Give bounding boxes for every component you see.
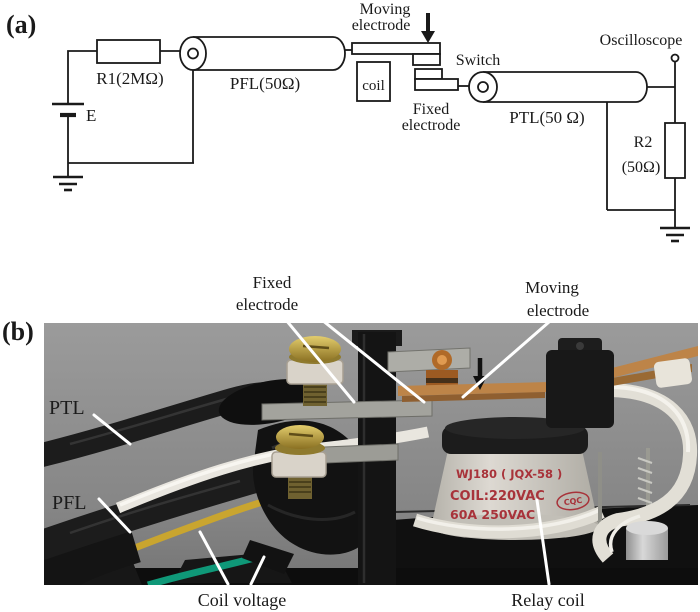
ceramic-piece-right: [654, 358, 692, 388]
callout-coil-voltage-yellow: [198, 530, 230, 585]
fixed-electrode-plate: [261, 399, 433, 421]
oscilloscope-terminal: [670, 53, 680, 63]
battery-symbol: [52, 102, 84, 118]
photo-moving-electrode-label-line1: Moving: [525, 278, 579, 297]
armature-block: [546, 338, 614, 428]
svg-text:CQC: CQC: [563, 496, 583, 508]
fixed-electrode-block: [414, 78, 459, 91]
panel-b-photo-figure: (b) Fixed electrode Moving electrode: [2, 273, 698, 610]
ptl-label: PTL(50 Ω): [509, 108, 584, 127]
terminal-screw-lower: [271, 425, 327, 499]
return-spring: [637, 456, 653, 505]
callout-moving-electrode: [461, 323, 551, 399]
relay-coil-rating-text: COIL:220VAC: [450, 489, 545, 504]
callout-fixed-electrode-1: [286, 323, 356, 404]
relay-photograph: WJ180 ( JQX-58 ) COIL:220VAC 60A 250VAC …: [44, 323, 698, 585]
wire-battery-to-r1: [67, 50, 97, 103]
relay-coil-cylinder: WJ180 ( JQX-58 ) COIL:220VAC 60A 250VAC …: [413, 417, 605, 540]
wire-clamp: [242, 540, 294, 574]
pfl-label: PFL(50Ω): [230, 74, 300, 93]
battery-label: E: [86, 106, 96, 125]
relay-coil-label: Relay coil: [511, 590, 584, 610]
moving-electrode-bar: [351, 42, 441, 55]
relay-contact-rating-text: 60A 250VAC: [450, 507, 535, 522]
coil-label: coil: [362, 78, 385, 94]
down-arrow-icon: [421, 13, 435, 43]
callout-ptl: [92, 413, 132, 446]
r2-label-line1: R2: [634, 134, 653, 151]
fixed-contact-block: [414, 68, 443, 80]
ground-symbol-left: [53, 175, 83, 192]
silver-cylinder: [626, 521, 668, 560]
photo-fixed-electrode-label-line1: Fixed: [253, 273, 292, 292]
pfl-coax: [179, 36, 346, 71]
resistor-r1: [96, 39, 161, 64]
photo-pfl-label: PFL: [52, 492, 86, 514]
white-wire-across-coil: [413, 506, 605, 539]
moving-contact-block: [412, 53, 441, 66]
ceramic-standoff-lower: [271, 451, 327, 478]
white-wires-right: [592, 383, 698, 563]
cqc-logo: CQC: [556, 491, 590, 511]
callout-coil-voltage-green: [249, 555, 266, 585]
photo-moving-electrode-label-line2: electrode: [527, 301, 589, 320]
terminal-screw-upper: [286, 336, 344, 406]
fixed-electrode-label-line1: Fixed: [413, 101, 449, 118]
callout-pfl: [97, 497, 132, 534]
coil-box: [356, 61, 391, 102]
ptl-cable: [44, 379, 322, 467]
oscilloscope-label: Oscilloscope: [600, 32, 683, 49]
moving-electrode-label-line2: electrode: [352, 17, 411, 34]
relay-model-text: WJ180 ( JQX-58 ): [456, 467, 562, 481]
photo-fixed-electrode-label-line2: electrode: [236, 295, 298, 314]
ground-symbol-right: [660, 226, 690, 243]
coil-voltage-label: Coil voltage: [198, 590, 287, 610]
resistor-r2: [664, 122, 686, 179]
panel-b-tag: (b): [2, 317, 34, 346]
photo-ptl-label: PTL: [49, 397, 85, 419]
r2-label-line2: (50Ω): [622, 159, 661, 176]
callout-fixed-electrode-2: [323, 323, 426, 404]
r1-label: R1(2MΩ): [96, 69, 163, 88]
callout-relay-coil: [535, 498, 551, 585]
panel-a-circuit: (a) E R1(2MΩ) PFL(50Ω): [6, 1, 690, 243]
moving-electrode-label-line1: Moving: [360, 1, 411, 18]
fixed-electrode-label-line2: electrode: [402, 117, 461, 134]
panel-a-tag: (a): [6, 10, 36, 39]
switch-label: Switch: [456, 52, 500, 69]
ptl-coax: [468, 71, 648, 103]
